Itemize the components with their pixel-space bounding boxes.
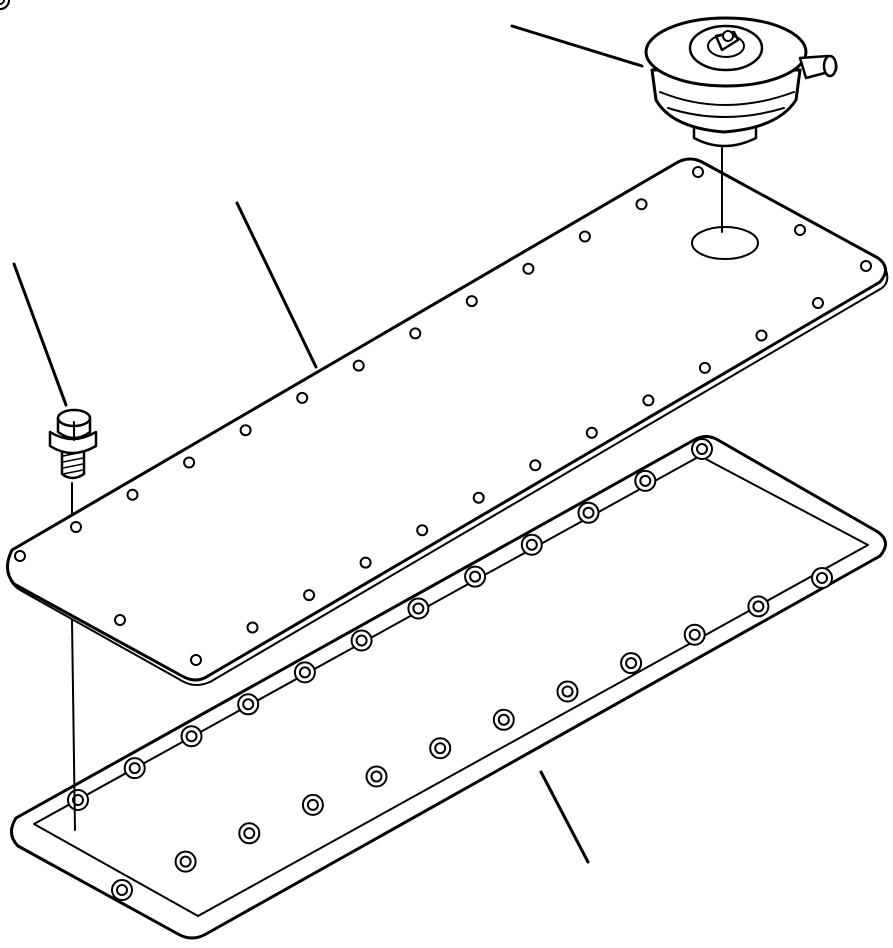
leader-line-cover-plate [235, 201, 318, 369]
gasket-bolt-holes [0, 0, 833, 901]
plate-bolt-hole [585, 426, 598, 439]
plate-bolt-hole [114, 614, 126, 626]
gasket-bolt-hole [561, 685, 574, 698]
gasket-bolt-hole [370, 770, 383, 783]
plate-bolt-holes [14, 166, 872, 666]
plate-bolt-hole [794, 224, 806, 236]
plate-bolt-hole [246, 621, 259, 634]
plate-bolt-hole [522, 262, 535, 275]
leader-line-breather [510, 24, 644, 68]
gasket-bolt-hole [185, 730, 198, 743]
plate-bolt-hole [578, 230, 591, 243]
gasket-bolt-hole [497, 713, 510, 726]
plate-bolt-hole [296, 391, 309, 404]
plate-bolt-hole [416, 524, 429, 537]
plate-bolt-hole [472, 491, 485, 504]
breather [644, 16, 838, 148]
leader-line-gasket [539, 770, 590, 864]
cover-plate [6, 157, 889, 686]
gasket-bolt-hole [412, 602, 425, 615]
gasket-bolt-hole [242, 698, 255, 711]
plate-bolt-hole [183, 456, 196, 469]
gasket-bolt-hole [469, 570, 482, 583]
gasket-bolt-hole [752, 600, 765, 613]
plate-bolt-hole [698, 361, 711, 374]
bolt [48, 408, 98, 480]
breather-port-hole [691, 226, 759, 260]
bolt-guide-line-lower [71, 619, 76, 831]
plate-bolt-hole [529, 459, 542, 472]
plate-bolt-hole [352, 359, 365, 372]
plate-bolt-hole [239, 424, 252, 437]
gasket-bolt-hole [355, 634, 368, 647]
gasket-bolt-hole [243, 827, 256, 840]
plate-bolt-hole [642, 394, 655, 407]
gasket-bolt-hole [525, 538, 538, 551]
gasket-bolt-hole [582, 506, 595, 519]
plate-bolt-hole [190, 654, 202, 666]
plate-bolt-hole [70, 521, 82, 533]
plate-bolt-hole [692, 166, 704, 178]
gasket-bolt-hole [116, 884, 128, 896]
gasket-bolt-hole [434, 742, 447, 755]
gasket-bolt-hole [688, 628, 701, 641]
plate-bolt-hole [465, 295, 478, 308]
gasket-bolt-hole [816, 572, 828, 584]
plate-bolt-hole [860, 260, 872, 272]
plate-bolt-hole [635, 198, 648, 211]
gasket-bolt-hole [696, 443, 708, 455]
leader-lines [12, 24, 644, 864]
gasket-bolt-hole [625, 657, 638, 670]
gasket-bolt-hole [128, 762, 141, 775]
gasket-bolt-hole [0, 0, 5, 5]
leader-line-bolt [12, 262, 68, 407]
plate-bolt-hole [303, 589, 316, 602]
gasket-bolt-hole [639, 474, 652, 487]
gasket-bolt-hole [298, 666, 311, 679]
plate-bolt-hole [359, 556, 372, 569]
gasket-bolt-hole [179, 855, 192, 868]
plate-bolt-hole [755, 329, 768, 342]
plate-bolt-hole [812, 297, 824, 309]
plate-bolt-hole [14, 550, 26, 562]
plate-bolt-hole [409, 327, 422, 340]
plate-bolt-hole [126, 488, 139, 501]
gasket-bolt-hole [306, 798, 319, 811]
